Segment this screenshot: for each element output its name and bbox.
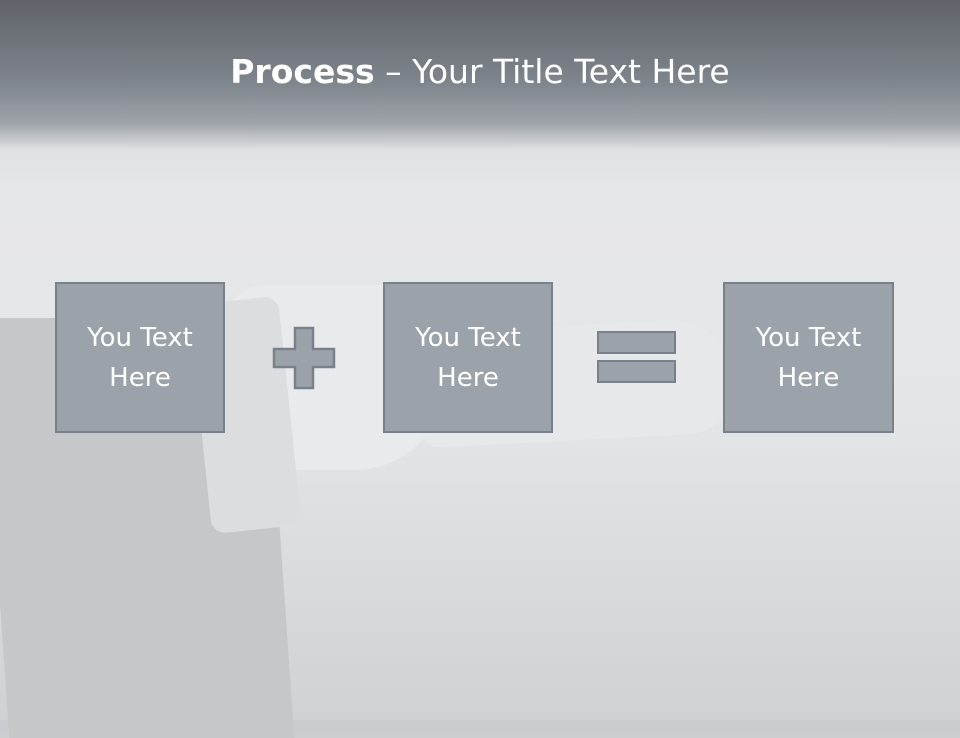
process-box-1: You Text Here	[55, 282, 225, 433]
title-bold: Process	[230, 52, 375, 91]
process-box-2: You Text Here	[383, 282, 553, 433]
title-bar	[0, 0, 960, 150]
process-box-1-text: You Text Here	[87, 322, 193, 393]
process-box-3-text: You Text Here	[755, 322, 862, 393]
title-text: – Your Title Text Here	[374, 52, 730, 91]
process-box-2-text: You Text Here	[415, 322, 521, 393]
plus-icon	[272, 326, 336, 390]
slide-title: Process – Your Title Text Here	[0, 52, 960, 91]
process-box-3: You Text Here	[723, 282, 894, 433]
